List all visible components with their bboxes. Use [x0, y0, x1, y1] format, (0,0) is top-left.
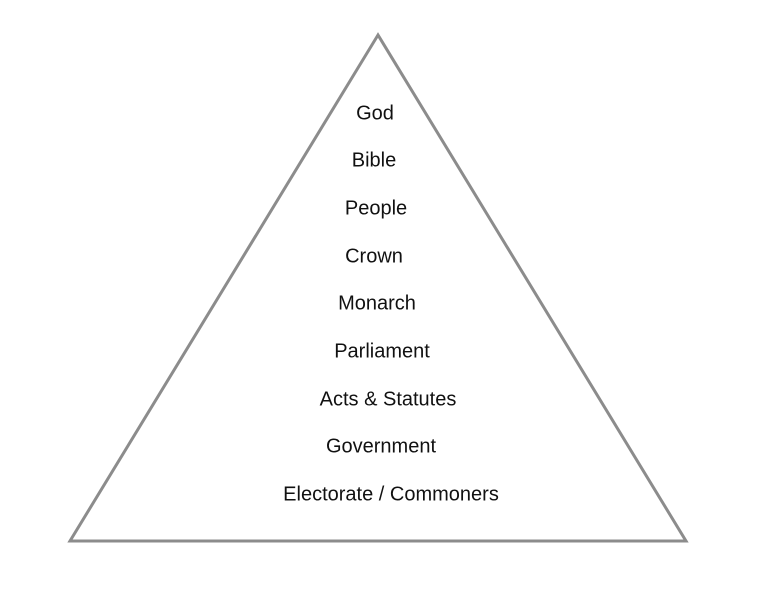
level-parliament: Parliament [334, 340, 430, 363]
level-god: God [356, 102, 394, 125]
level-government: Government [325, 435, 437, 458]
level-acts-statutes: Acts & Statutes [319, 388, 457, 411]
pyramid-triangle [67, 32, 689, 543]
level-bible: Bible [351, 149, 397, 172]
level-crown: Crown [345, 245, 403, 268]
level-people: People [344, 197, 408, 220]
level-monarch: Monarch [338, 292, 416, 315]
level-electorate-commoners: Electorate / Commoners [283, 483, 499, 506]
